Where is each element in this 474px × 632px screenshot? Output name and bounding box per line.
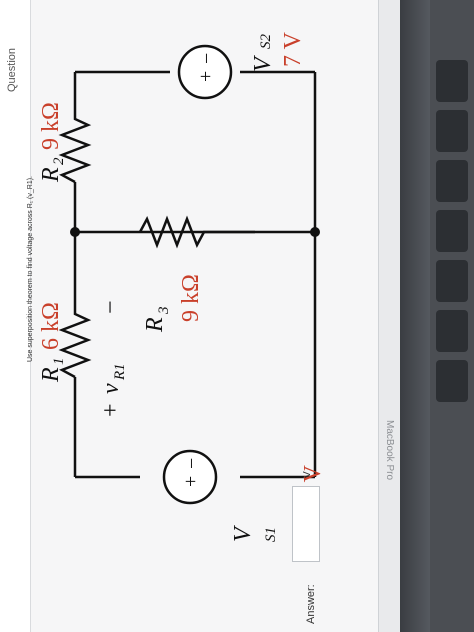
vs1-plus-icon: + xyxy=(180,476,202,487)
answer-label: Answer: xyxy=(305,584,317,624)
r2-resistor xyxy=(58,112,92,184)
r2-label: R xyxy=(38,167,64,183)
vs1-label: V xyxy=(230,525,256,542)
question-panel: Question Use superposition theorem to fi… xyxy=(0,0,379,632)
vr1-plus: + xyxy=(98,403,124,417)
node-top xyxy=(70,227,80,237)
vr1-sub: R1 xyxy=(112,363,128,381)
key xyxy=(436,360,468,402)
circuit-diagram: + − + − V S1 14 V V S2 7 V R 1 6 kΩ xyxy=(38,31,326,542)
vs2-sub: S2 xyxy=(258,34,274,50)
vs1-sub: S1 xyxy=(263,527,279,542)
vs1-minus-icon: − xyxy=(181,458,203,469)
vr1-label: v xyxy=(98,383,124,394)
key xyxy=(436,160,468,202)
vs2-value: 7 V xyxy=(280,31,306,67)
r3-value: 9 kΩ xyxy=(178,274,204,322)
circuit-wires xyxy=(73,70,317,479)
vs2-label: V xyxy=(250,55,276,72)
r1-sub: 1 xyxy=(51,358,67,366)
r3-label: R xyxy=(142,317,168,333)
key xyxy=(436,260,468,302)
answer-input[interactable] xyxy=(292,486,320,562)
key xyxy=(436,310,468,352)
rotated-content: Question Use superposition theorem to fi… xyxy=(0,0,326,632)
r1-resistor xyxy=(58,307,92,379)
vs2-minus-icon: − xyxy=(196,53,218,64)
key xyxy=(436,110,468,152)
brand-label: MacBook Pro xyxy=(384,420,395,481)
r2-value: 9 kΩ xyxy=(38,102,64,150)
key xyxy=(436,210,468,252)
r1-value: 6 kΩ xyxy=(38,302,64,350)
vs1-source: + − xyxy=(162,449,218,505)
r2-sub: 2 xyxy=(51,157,67,165)
vr1-minus: − xyxy=(98,300,124,314)
r1-label: R xyxy=(38,367,64,383)
node-bottom xyxy=(310,227,320,237)
screen: Question Use superposition theorem to fi… xyxy=(0,0,400,632)
answer-unit: V xyxy=(302,471,313,478)
vs2-source: + − xyxy=(177,44,233,100)
r3-resistor xyxy=(138,215,255,249)
key xyxy=(436,60,468,102)
r3-sub: 3 xyxy=(156,307,172,316)
vs2-plus-icon: + xyxy=(195,71,217,82)
